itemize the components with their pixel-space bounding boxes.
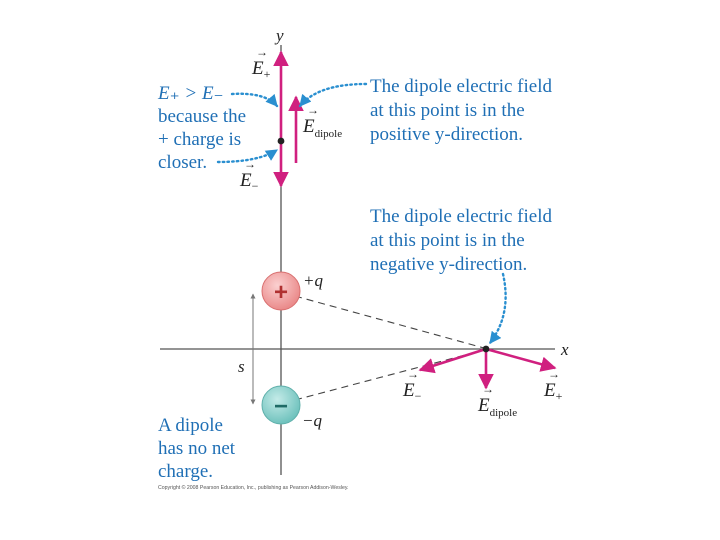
svg-text:Edipole: Edipole	[302, 116, 342, 140]
comparison-line-4: closer.	[158, 152, 207, 173]
pointer-bottom-field	[488, 272, 507, 345]
dashed-line-positive	[294, 295, 485, 349]
svg-text:→: →	[256, 45, 268, 59]
e-minus-top-label: E− →	[239, 157, 259, 193]
comparison-line-3: + charge is	[158, 129, 241, 150]
net-charge-line-1: A dipole	[158, 415, 223, 436]
pointer-e-minus	[216, 148, 279, 164]
svg-text:E₊ > E₋: E₊ > E₋	[157, 83, 224, 104]
bottom-field-point	[482, 345, 490, 353]
svg-text:→: →	[482, 382, 494, 396]
annotation-comparison: E₊ > E₋ because the + charge is closer.	[157, 83, 246, 173]
top-field-line-2: at this point is in the	[370, 100, 525, 121]
separation-indicator: s	[238, 293, 256, 405]
pointer-top-field	[298, 82, 368, 108]
svg-text:E−: E−	[402, 380, 422, 403]
e-plus-top-sub: +	[264, 67, 271, 81]
e-plus-bottom-letter: E	[543, 380, 556, 401]
annotation-top-field: The dipole electric field at this point …	[370, 76, 552, 145]
e-dipole-bottom-label: Edipole →	[477, 382, 517, 419]
e-minus-bottom-arrow	[418, 347, 487, 374]
svg-text:E−: E−	[239, 170, 259, 193]
top-field-point	[277, 137, 285, 145]
top-field-line-1: The dipole electric field	[370, 76, 552, 97]
svg-text:Edipole: Edipole	[477, 395, 517, 419]
annotation-bottom-field: The dipole electric field at this point …	[370, 206, 552, 275]
svg-text:→: →	[407, 367, 419, 381]
e-minus-top-sub: −	[252, 179, 259, 193]
x-axis-label: x	[560, 340, 569, 359]
top-field-line-3: positive y-direction.	[370, 124, 523, 145]
comparison-line-1: E₊ > E₋	[157, 83, 224, 104]
svg-text:→: →	[548, 367, 560, 381]
e-plus-top-letter: E	[251, 58, 264, 79]
e-dipole-bottom-letter: E	[477, 395, 490, 416]
negative-charge-symbol: −	[274, 393, 288, 420]
positive-charge-label: +q	[303, 271, 323, 290]
negative-charge: −	[261, 385, 301, 425]
y-axis-label: y	[274, 26, 284, 45]
e-plus-top-label: E+ →	[251, 45, 271, 81]
e-dipole-top-sub: dipole	[315, 128, 343, 140]
pointer-arrows	[216, 82, 507, 345]
positive-charge: +	[261, 271, 301, 311]
bottom-field-line-3: negative y-direction.	[370, 254, 527, 275]
e-dipole-bottom-sub: dipole	[490, 407, 518, 419]
negative-charge-label: −q	[302, 411, 322, 430]
e-minus-bottom-label: E− →	[402, 367, 422, 403]
annotation-net-charge: A dipole has no net charge.	[158, 415, 236, 482]
separation-label: s	[238, 357, 245, 376]
pointer-e-plus	[230, 92, 279, 108]
copyright-notice: Copyright © 2008 Pearson Education, Inc.…	[158, 484, 349, 491]
e-minus-bottom-sub: −	[415, 389, 422, 403]
e-plus-bottom-label: E+ →	[543, 367, 563, 403]
connector-lines	[294, 295, 485, 401]
top-field-vectors	[273, 50, 304, 188]
bottom-field-vectors	[418, 345, 557, 390]
e-plus-bottom-arrow	[485, 347, 557, 372]
comparison-line-2: because the	[158, 106, 246, 127]
e-minus-bottom-letter: E	[402, 380, 415, 401]
svg-text:E+: E+	[543, 380, 563, 403]
net-charge-line-3: charge.	[158, 461, 213, 482]
e-plus-bottom-sub: +	[556, 389, 563, 403]
e-dipole-top-label: Edipole →	[302, 103, 342, 140]
net-charge-line-2: has no net	[158, 438, 236, 459]
positive-charge-symbol: +	[274, 279, 288, 306]
bottom-field-line-2: at this point is in the	[370, 230, 525, 251]
bottom-field-line-1: The dipole electric field	[370, 206, 552, 227]
e-minus-top-letter: E	[239, 170, 252, 191]
e-dipole-top-letter: E	[302, 116, 315, 137]
svg-text:E+: E+	[251, 58, 271, 81]
svg-text:→: →	[307, 103, 319, 117]
